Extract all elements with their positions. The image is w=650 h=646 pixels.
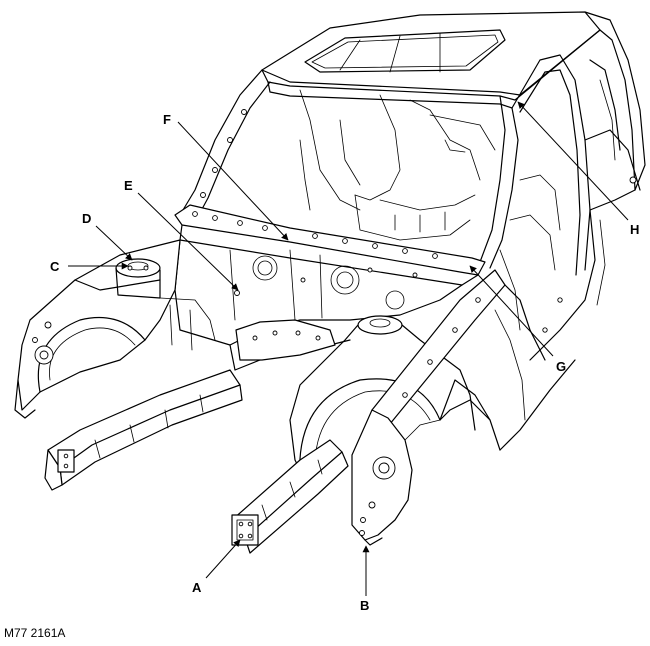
callout-h: H xyxy=(517,101,639,237)
right-front-crush-tower xyxy=(351,409,441,546)
a-pillar-left xyxy=(179,69,271,223)
scuttle-cross-member xyxy=(174,204,486,286)
callout-b: B xyxy=(360,545,370,613)
callout-g-label: G xyxy=(556,359,566,374)
front-floor-and-tunnel xyxy=(229,319,351,371)
figure-reference-code: M77 2161A xyxy=(4,626,66,640)
roof-panel xyxy=(261,11,646,191)
callout-d-label: D xyxy=(82,211,91,226)
callout-a: A xyxy=(192,539,241,595)
left-front-longitudinal xyxy=(44,369,243,491)
interior-structure xyxy=(299,89,561,331)
callout-b-label: B xyxy=(360,598,369,613)
callout-d: D xyxy=(82,211,133,261)
callout-a-label: A xyxy=(192,580,202,595)
callouts: A B C D E F G H xyxy=(50,101,639,613)
callout-h-label: H xyxy=(630,222,639,237)
callout-c-label: C xyxy=(50,259,60,274)
right-front-longitudinal xyxy=(231,439,349,554)
callout-e: E xyxy=(124,178,239,291)
b-pillar-and-rear-door-frame xyxy=(511,54,641,276)
callout-f-label: F xyxy=(163,112,171,127)
callout-e-label: E xyxy=(124,178,133,193)
right-rear-quarter xyxy=(439,209,606,451)
callout-g: G xyxy=(469,265,566,374)
callout-f: F xyxy=(163,112,289,241)
callout-c: C xyxy=(50,259,129,274)
body-shell-illustration xyxy=(14,11,646,554)
a-pillar-right xyxy=(461,95,519,269)
